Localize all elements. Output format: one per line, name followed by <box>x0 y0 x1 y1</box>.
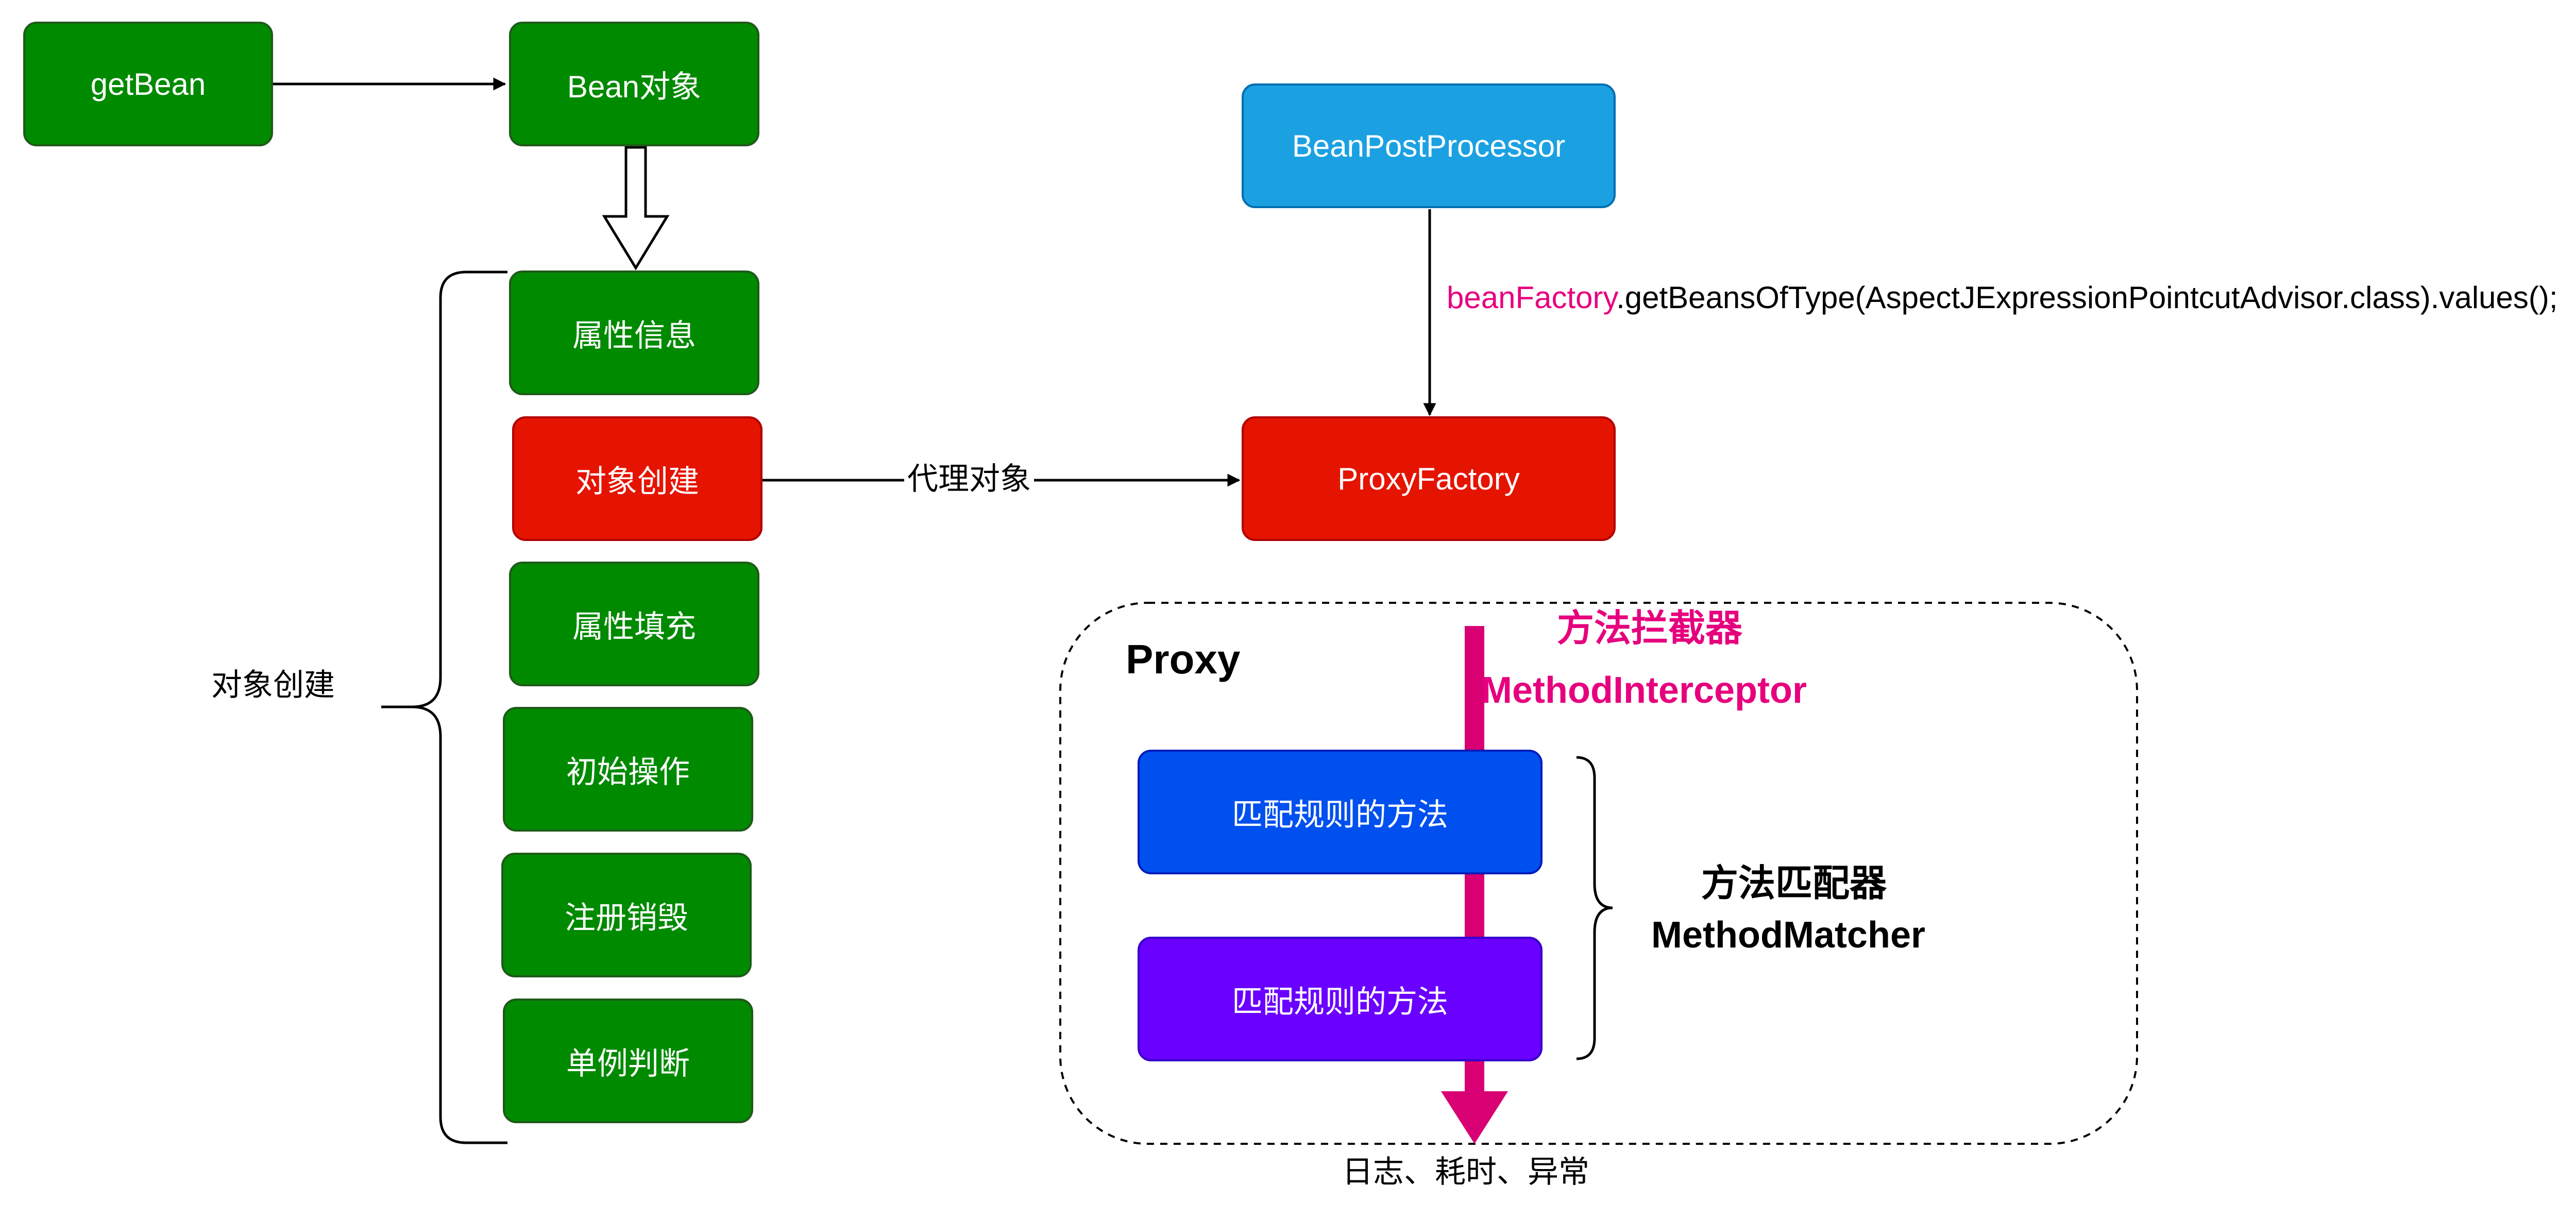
property-info-label: 属性信息 <box>572 318 696 353</box>
matcher-brace <box>1576 756 1613 1060</box>
proxy-factory-label: ProxyFactory <box>1337 461 1520 496</box>
hollow-arrow-bean-to-properties <box>602 146 670 270</box>
property-fill-node[interactable]: 属性填充 <box>509 562 759 686</box>
object-create-label: 对象创建 <box>575 464 699 499</box>
proxy-factory-node[interactable]: ProxyFactory <box>1242 416 1616 541</box>
code-method-call: .getBeansOfType(AspectJExpressionPointcu… <box>1616 280 2558 315</box>
bottom-note: 日志、耗时、异常 <box>1342 1155 1589 1189</box>
matched-method-node-2[interactable]: 匹配规则的方法 <box>1138 937 1543 1061</box>
proxy-title: Proxy <box>1126 636 1241 682</box>
proxy-container <box>1059 602 2138 1145</box>
getbean-label: getBean <box>90 66 206 102</box>
interceptor-title-en: MethodInterceptor <box>1481 670 1807 711</box>
get-beans-code-label: beanFactory.getBeansOfType(AspectJExpres… <box>1447 277 2558 318</box>
object-create-node[interactable]: 对象创建 <box>512 416 762 541</box>
singleton-check-node[interactable]: 单例判断 <box>503 999 753 1123</box>
bean-object-label: Bean对象 <box>567 69 702 104</box>
getbean-node[interactable]: getBean <box>23 22 273 146</box>
interceptor-title-cn: 方法拦截器 <box>1557 608 1743 649</box>
property-info-node[interactable]: 属性信息 <box>509 270 759 395</box>
bean-post-processor-node[interactable]: BeanPostProcessor <box>1242 83 1616 208</box>
register-destroy-node[interactable]: 注册销毁 <box>501 853 752 977</box>
init-ops-node[interactable]: 初始操作 <box>503 707 753 832</box>
matcher-title-cn: 方法匹配器 <box>1701 863 1887 904</box>
bean-object-node[interactable]: Bean对象 <box>509 22 759 146</box>
proxy-object-edge-label: 代理对象 <box>904 459 1034 500</box>
matcher-title-en: MethodMatcher <box>1651 915 1926 956</box>
matched-method-label-2: 匹配规则的方法 <box>1232 984 1448 1019</box>
bean-post-processor-label: BeanPostProcessor <box>1292 128 1566 163</box>
init-ops-label: 初始操作 <box>566 754 690 789</box>
matched-method-label-1: 匹配规则的方法 <box>1232 797 1448 832</box>
property-fill-label: 属性填充 <box>572 609 696 644</box>
code-bean-factory: beanFactory <box>1447 280 1617 315</box>
register-destroy-label: 注册销毁 <box>565 900 688 935</box>
lifecycle-brace <box>381 270 507 1144</box>
object-create-group-label: 对象创建 <box>211 668 335 702</box>
matched-method-node-1[interactable]: 匹配规则的方法 <box>1138 750 1543 874</box>
singleton-check-label: 单例判断 <box>566 1046 690 1081</box>
